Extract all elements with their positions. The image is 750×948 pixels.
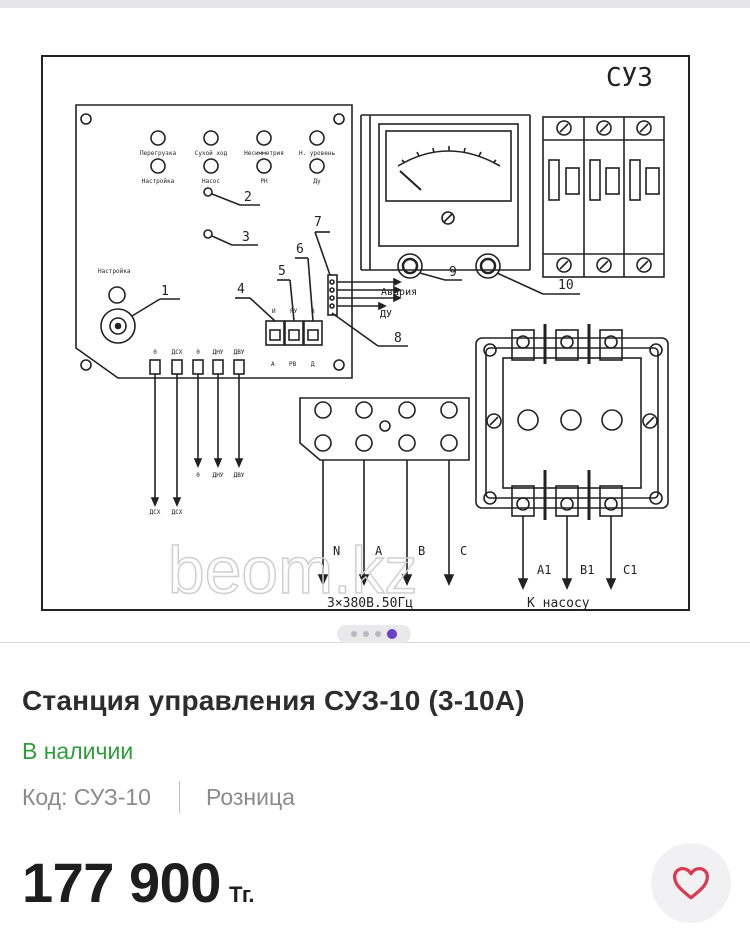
product-title: Станция управления СУЗ-10 (3-10А) xyxy=(22,685,525,716)
supply-label: 3×380В.50Гц xyxy=(327,596,413,611)
pump-label: К насосу xyxy=(527,596,590,611)
svg-text:ДВУ: ДВУ xyxy=(234,472,245,479)
svg-text:C: C xyxy=(460,544,467,558)
callout-4: 4 xyxy=(237,282,245,297)
pagination-dot[interactable] xyxy=(375,631,381,637)
callout-10: 10 xyxy=(558,278,574,293)
callout-6: 6 xyxy=(296,242,304,257)
callout-2: 2 xyxy=(244,190,252,205)
knob-label: Настройка xyxy=(98,268,131,275)
alarm-label: Авария xyxy=(381,287,417,298)
svg-text:ДВУ: ДВУ xyxy=(234,349,245,356)
indicator-label: Сухой ход xyxy=(195,150,228,157)
price-value: 177 900 xyxy=(22,851,221,914)
add-to-favorites-button[interactable] xyxy=(651,843,731,923)
indicator-label: Несимметрия xyxy=(244,150,284,157)
circuit-breaker xyxy=(542,116,665,278)
callout-7: 7 xyxy=(314,215,322,230)
contactor: A1 B1 C1 К насосу xyxy=(475,324,669,611)
product-image-gallery[interactable]: СУЗ Перегрузка Сухой ход Несимметрия Н. … xyxy=(0,8,750,643)
pagination-dot[interactable] xyxy=(363,631,369,637)
callout-5: 5 xyxy=(278,264,286,279)
svg-text:0: 0 xyxy=(153,349,157,356)
svg-text:ДНУ: ДНУ xyxy=(213,472,224,479)
svg-text:А: А xyxy=(271,361,275,368)
product-code: Код: СУЗ-10 xyxy=(22,783,151,810)
indicator-label: Н. уровень xyxy=(299,150,336,157)
callout-8: 8 xyxy=(394,331,402,346)
svg-text:N: N xyxy=(333,544,340,558)
svg-text:Д: Д xyxy=(311,361,315,368)
indicator-row-bottom: Настройка Насос РН Ду xyxy=(142,158,325,185)
svg-text:И: И xyxy=(272,308,276,315)
pagination-dot-active[interactable] xyxy=(387,629,397,639)
svg-text:C1: C1 xyxy=(623,563,637,577)
device-title: СУЗ xyxy=(606,63,653,93)
indicator-label: РН xyxy=(260,178,268,185)
callout-3: 3 xyxy=(242,230,250,245)
sensor-terminal-block: 0 ДСХ 0 ДНУ ДВУ 0 ДНУ ДВУ ДСХ ДСХ xyxy=(149,349,245,516)
callout-1: 1 xyxy=(161,284,169,299)
top-bar xyxy=(0,0,750,8)
price-type: Розница xyxy=(205,783,295,810)
svg-text:A: A xyxy=(375,544,383,558)
svg-text:РВ: РВ xyxy=(289,361,297,368)
svg-text:ДСХ: ДСХ xyxy=(172,509,183,516)
svg-text:ДСХ: ДСХ xyxy=(150,509,161,516)
svg-text:A1: A1 xyxy=(537,563,551,577)
svg-text:B1: B1 xyxy=(580,563,594,577)
pagination-dot[interactable] xyxy=(351,631,357,637)
heart-icon xyxy=(673,866,709,900)
diagram-frame xyxy=(41,55,690,611)
meta-divider xyxy=(178,781,180,813)
ammeter xyxy=(360,114,531,271)
svg-text:0: 0 xyxy=(196,472,200,479)
wiring-diagram-image: СУЗ Перегрузка Сухой ход Несимметрия Н. … xyxy=(41,55,690,611)
indicator-label: Настройка xyxy=(142,178,175,185)
du-label: ДУ xyxy=(380,309,392,320)
supply-terminal-block: N A B C 3×380В.50Гц xyxy=(299,397,470,611)
indicator-label: Ду xyxy=(313,178,321,185)
watermark: beom.kz xyxy=(168,533,417,607)
indicator-row-top: Перегрузка Сухой ход Несимметрия Н. уров… xyxy=(140,130,336,157)
controller-board xyxy=(75,104,353,379)
svg-text:ДСХ: ДСХ xyxy=(172,349,183,356)
callout-9: 9 xyxy=(449,265,457,280)
indicator-label: Насос xyxy=(202,178,220,185)
svg-text:ДНУ: ДНУ xyxy=(213,349,224,356)
svg-text:0: 0 xyxy=(196,349,200,356)
price-currency: Тг. xyxy=(228,882,255,907)
indicator-label: Перегрузка xyxy=(140,150,177,157)
gallery-pagination[interactable] xyxy=(337,625,411,643)
product-price: 177 900 Тг. xyxy=(22,850,254,915)
product-meta: Код: СУЗ-10 Розница xyxy=(22,781,295,813)
svg-text:B: B xyxy=(418,544,425,558)
availability-status: В наличии xyxy=(22,738,134,764)
